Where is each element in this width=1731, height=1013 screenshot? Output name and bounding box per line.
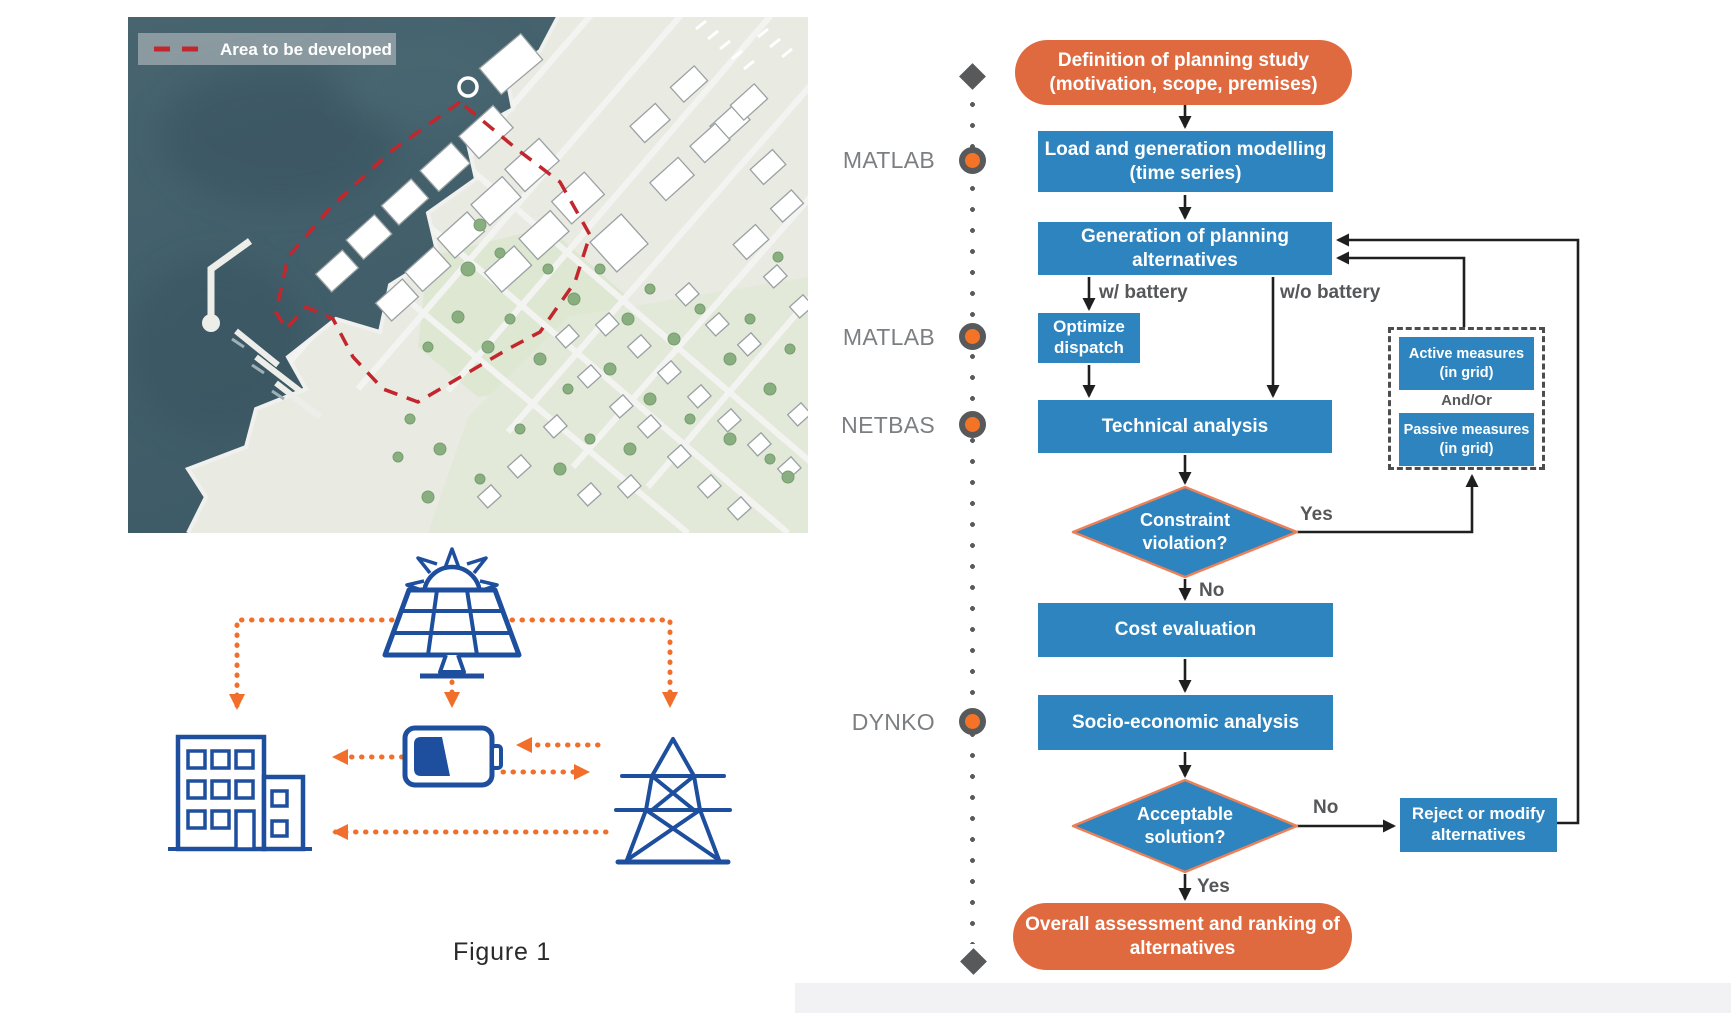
node-generation-of-planning-alternatives: Generation of planning alternatives — [1038, 222, 1332, 275]
area-to-be-developed-outline — [274, 99, 592, 404]
acceptable-solution-label: Acceptable solution? — [1136, 804, 1234, 847]
building-icon — [168, 734, 312, 852]
constraint-violation-label: Constraint violation? — [1140, 510, 1230, 553]
and-or-label: And/Or — [1441, 392, 1492, 409]
timeline-node-matlab-2 — [959, 323, 986, 350]
node-definition-of-planning-study: Definition of planning study (motivation… — [1015, 40, 1352, 105]
timeline-node-matlab-1 — [959, 147, 986, 174]
tool-label-matlab-2: MATLAB — [842, 324, 935, 350]
node-active-measures: Active measures (in grid) — [1399, 337, 1534, 390]
map-buildings — [314, 32, 808, 521]
node-socio-economic-analysis: Socio-economic analysis — [1038, 695, 1333, 750]
flow-arrows — [1082, 105, 1580, 901]
node-load-and-generation-modelling: Load and generation modelling (time seri… — [1038, 131, 1333, 192]
timeline-node-netbas — [959, 411, 986, 438]
timeline-dotted-line — [969, 94, 976, 944]
figure-caption: Figure 1 — [453, 938, 552, 966]
edge-label-yes-acceptable: Yes — [1197, 876, 1230, 897]
measures-dashed-container: Active measures (in grid) And/Or Passive… — [1388, 327, 1545, 470]
legend-label: Area to be developed — [220, 40, 392, 59]
tool-label-netbas: NETBAS — [841, 412, 935, 438]
node-reject-or-modify-alternatives: Reject or modify alternatives — [1400, 798, 1557, 852]
node-overall-assessment: Overall assessment and ranking of altern… — [1013, 903, 1352, 970]
tool-label-dynko: DYNKO — [851, 709, 935, 735]
node-cost-evaluation: Cost evaluation — [1038, 603, 1333, 657]
edge-label-yes-constraint: Yes — [1300, 504, 1333, 525]
solar-panel-icon — [382, 547, 522, 679]
harbor-map: Area to be developed — [128, 17, 808, 533]
map-piers — [202, 19, 793, 420]
constraint-violation-diamond — [1071, 485, 1299, 579]
node-optimize-dispatch: Optimize dispatch — [1038, 313, 1140, 363]
tool-label-matlab-1: MATLAB — [842, 147, 935, 173]
node-technical-analysis: Technical analysis — [1038, 400, 1332, 453]
acceptable-solution-diamond — [1071, 778, 1299, 874]
edge-label-no-constraint: No — [1199, 580, 1225, 601]
battery-icon — [402, 725, 503, 788]
map-legend: Area to be developed — [138, 33, 396, 65]
energy-flow-arrows — [229, 617, 678, 840]
transmission-tower-icon — [614, 737, 732, 865]
edge-label-wo-battery: w/o battery — [1280, 282, 1381, 303]
edge-label-w-battery: w/ battery — [1099, 282, 1188, 303]
node-passive-measures: Passive measures (in grid) — [1399, 413, 1534, 466]
map-trees — [392, 218, 796, 504]
edge-label-no-acceptable: No — [1313, 797, 1339, 818]
figure-footer-strip — [795, 983, 1731, 1013]
timeline-node-dynko — [959, 708, 986, 735]
